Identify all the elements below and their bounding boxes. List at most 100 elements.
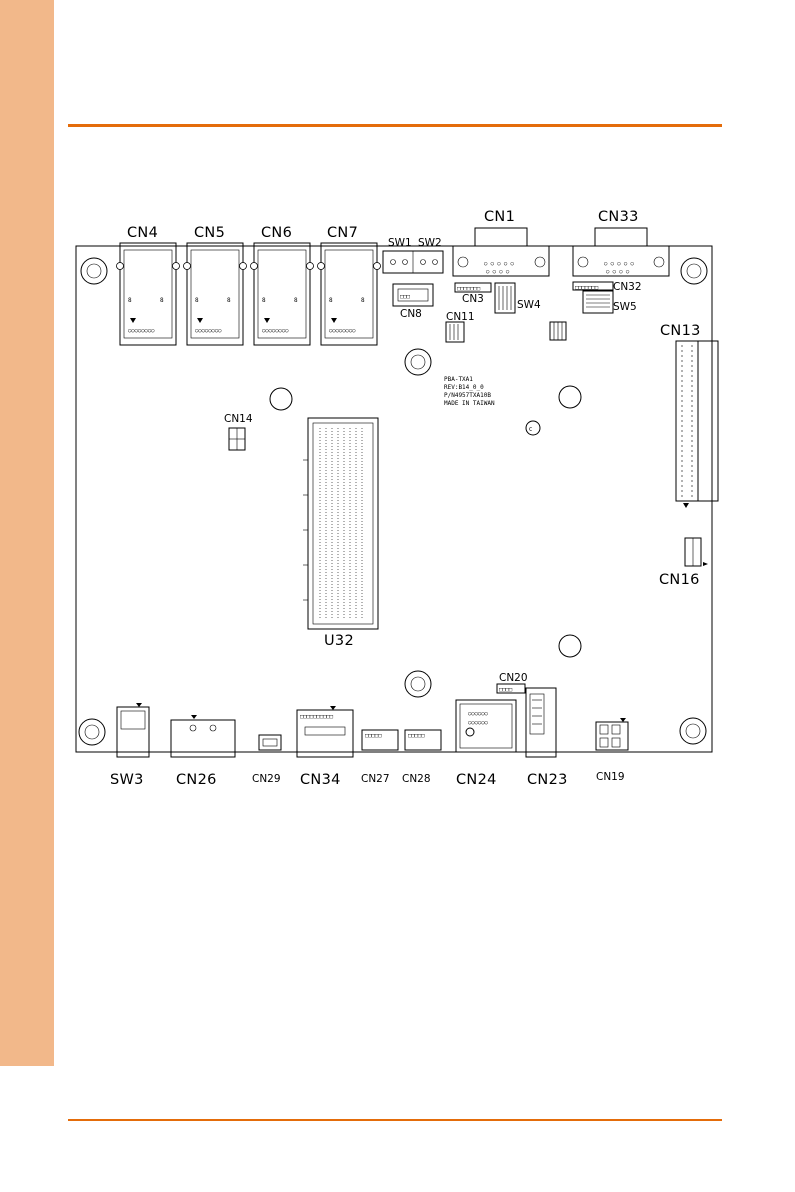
svg-text:8: 8: [227, 297, 231, 304]
cn8-label: CN8: [400, 308, 422, 320]
cn27-connector: □□□□□: [361, 729, 399, 751]
svg-text:□□□□□□□: □□□□□□□: [457, 286, 481, 292]
standoff-lower-right: [558, 634, 582, 658]
cn26-connector: [170, 715, 236, 758]
cn13-connector: [675, 340, 719, 508]
svg-text:8: 8: [329, 297, 333, 304]
svg-text:8: 8: [294, 297, 298, 304]
svg-text:○ ○ ○ ○ ○: ○ ○ ○ ○ ○: [604, 261, 634, 267]
cn3-label: CN3: [462, 293, 484, 305]
svg-text:C: C: [529, 427, 532, 433]
sw1-sw2-switch: [382, 250, 444, 274]
cn26-label: CN26: [176, 772, 217, 788]
sw2-label: SW2: [418, 237, 442, 249]
cn6-connector: 8 8 ○○○○○○○○: [250, 242, 314, 346]
logo-mark: C: [525, 420, 541, 436]
svg-text:8: 8: [262, 297, 266, 304]
side-band: [0, 0, 54, 1066]
cn32-label: CN32: [613, 281, 642, 293]
silk-line-2: REV:B14_0_0: [444, 384, 484, 391]
bottom-rule: [68, 1119, 722, 1121]
cn32-connector: □□□□□□□: [572, 281, 614, 291]
board-outline: [75, 245, 713, 753]
svg-text:○ ○ ○ ○: ○ ○ ○ ○: [486, 269, 510, 275]
svg-text:○○○○○○: ○○○○○○: [468, 720, 489, 726]
cn3-connector: □□□□□□□: [454, 282, 492, 293]
svg-text:○○○○○○○○: ○○○○○○○○: [329, 328, 356, 334]
cn11-label: CN11: [446, 311, 475, 323]
cn5-label: CN5: [194, 225, 225, 241]
cn20-connector: □□□□: [496, 683, 526, 694]
battery-circle: [269, 387, 293, 411]
svg-text:□□□□□: □□□□□: [408, 733, 425, 739]
svg-text:□□□□: □□□□: [499, 687, 513, 693]
svg-text:○ ○ ○ ○ ○: ○ ○ ○ ○ ○: [484, 261, 514, 267]
u32-label: U32: [324, 633, 354, 649]
mounting-hole-bottom-right: [679, 717, 707, 745]
cn34-label: CN34: [300, 772, 341, 788]
cn16-label: CN16: [659, 572, 700, 588]
standoff-right: [558, 385, 582, 409]
sw3-label: SW3: [110, 772, 144, 788]
cn34-connector: □□□□□□□□□□: [296, 706, 354, 758]
cn7-connector: 8 8 ○○○○○○○○: [317, 242, 381, 346]
cn19-label: CN19: [596, 771, 625, 783]
cn7-label: CN7: [327, 225, 358, 241]
svg-text:□□□□□□□□□□: □□□□□□□□□□: [300, 714, 334, 720]
standoff-upper: [404, 348, 432, 376]
cn28-label: CN28: [402, 773, 431, 785]
silk-line-4: MADE IN TAIWAN: [444, 400, 495, 407]
svg-text:○○○○○○○○: ○○○○○○○○: [128, 328, 155, 334]
svg-text:□□□□□□□: □□□□□□□: [575, 285, 599, 291]
top-rule: [68, 124, 722, 127]
svg-text:8: 8: [160, 297, 164, 304]
svg-text:8: 8: [128, 297, 132, 304]
cn1-label: CN1: [484, 209, 515, 225]
standoff-lower: [404, 670, 432, 698]
cn19-connector: [595, 718, 629, 751]
sw3-switch: [116, 703, 150, 758]
sw4-switch: [494, 282, 516, 314]
mounting-hole-top-left: [80, 257, 108, 285]
cn1-connector: ○ ○ ○ ○ ○ ○ ○ ○ ○: [452, 227, 550, 277]
svg-text:○○○○○○○○: ○○○○○○○○: [195, 328, 222, 334]
cn4-connector: 8 8 ○○○○○○○○: [116, 242, 180, 346]
cn6-label: CN6: [261, 225, 292, 241]
svg-text:○○○○○○○○: ○○○○○○○○: [262, 328, 289, 334]
cn28-connector: □□□□□: [404, 729, 442, 751]
mounting-hole-top-right: [680, 257, 708, 285]
sw5-switch: [582, 290, 614, 314]
cn33-label: CN33: [598, 209, 639, 225]
svg-text:8: 8: [361, 297, 365, 304]
cn13-label: CN13: [660, 323, 701, 339]
sw5-label: SW5: [613, 301, 637, 313]
silk-line-3: P/N4957TXA10B: [444, 392, 491, 399]
svg-text:□□□: □□□: [400, 294, 411, 300]
cn5-connector: 8 8 ○○○○○○○○: [183, 242, 247, 346]
svg-text:8: 8: [195, 297, 199, 304]
cn20-label: CN20: [499, 672, 528, 684]
cn23-label: CN23: [527, 772, 568, 788]
jumper-block: [549, 321, 567, 341]
cn4-label: CN4: [127, 225, 158, 241]
cn23-connector: [525, 687, 557, 758]
cn33-connector: ○ ○ ○ ○ ○ ○ ○ ○ ○: [572, 227, 670, 277]
silk-line-1: PBA-TXA1: [444, 376, 473, 383]
cn27-label: CN27: [361, 773, 390, 785]
sw4-label: SW4: [517, 299, 541, 311]
svg-text:○ ○ ○ ○: ○ ○ ○ ○: [606, 269, 630, 275]
cn14-connector: [228, 427, 246, 451]
cn29-connector: [258, 734, 282, 751]
cn8-connector: □□□: [392, 283, 434, 307]
cn14-label: CN14: [224, 413, 253, 425]
cn24-connector: ○○○○○○ ○○○○○○: [455, 699, 517, 753]
cn29-label: CN29: [252, 773, 281, 785]
svg-text:○○○○○○: ○○○○○○: [468, 711, 489, 717]
cn16-connector: [684, 537, 708, 567]
sw1-label: SW1: [388, 237, 412, 249]
svg-text:□□□□□: □□□□□: [365, 733, 382, 739]
cn24-label: CN24: [456, 772, 497, 788]
mounting-hole-bottom-left: [78, 718, 106, 746]
cn11-connector: [445, 321, 465, 343]
